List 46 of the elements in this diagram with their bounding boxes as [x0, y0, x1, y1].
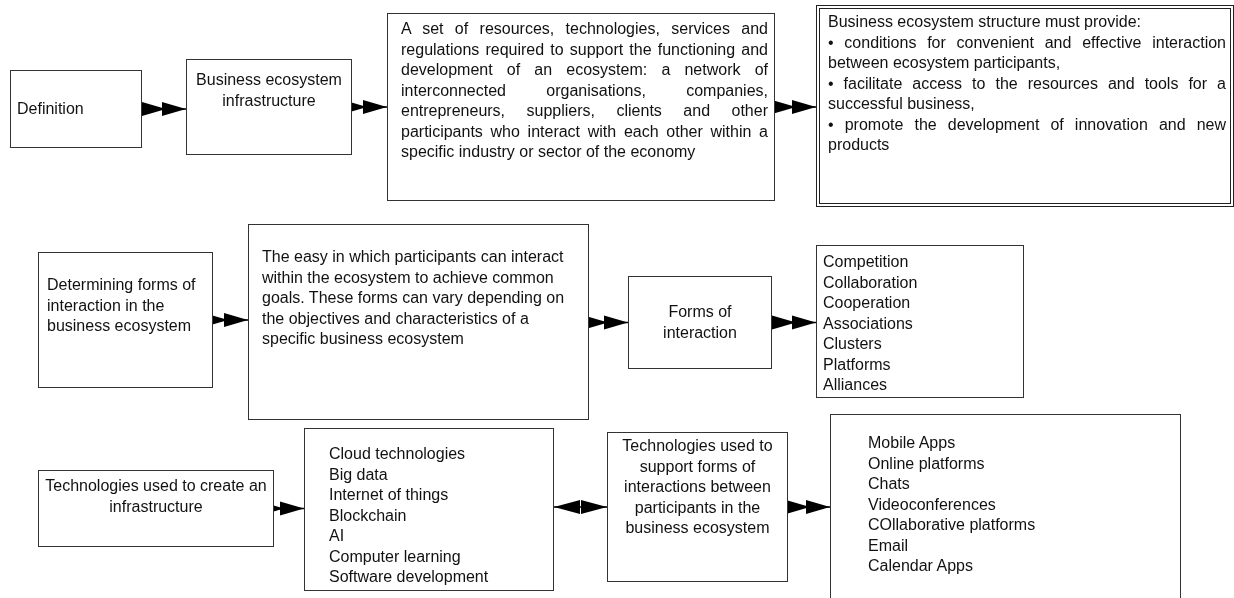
node-text: The easy in which participants can interact within the ecosystem to achieve common goals. These forms can vary depending on the objectives and characteristics of a specific business ecosystem [262, 247, 566, 349]
process-box [607, 432, 788, 582]
node-text: Platforms [823, 354, 892, 375]
process-box [628, 276, 772, 369]
node-text: Business ecosystem infrastructure [195, 70, 343, 111]
node-text: Alliances [823, 375, 889, 395]
node-text: Computer learning [329, 546, 462, 567]
process-box [830, 414, 1181, 598]
node-text: Clusters [823, 334, 883, 354]
node-text: Competition [823, 252, 910, 272]
arrow [553, 500, 608, 514]
node-text: Calendar Apps [868, 556, 974, 576]
node-text: Internet of things [329, 485, 450, 505]
node-text: Associations [823, 313, 914, 334]
node-text: • conditions for convenient and effective interaction between ecosystem participants, [828, 32, 1226, 73]
node-text: A set of resources, technologies, services and regulations required to support the functioning and development of an ecosystem: a network of interconnected organisations, companies, entrepreneurs, suppliers, clients and other participants who interact with each other within a specific industry or sector of the economy [401, 19, 768, 162]
node-text: Big data [329, 464, 389, 485]
node-text: Mobile Apps [868, 433, 957, 453]
node-text: Technologies used to create an infrastructure [44, 476, 268, 517]
node-text: Determining forms of interaction in the business ecosystem [47, 275, 197, 336]
node-text: Business ecosystem structure must provide: [828, 12, 1142, 32]
node-text: AI [329, 526, 346, 546]
node-text: Definition [17, 98, 85, 119]
node-text: Technologies used to support forms of interactions between participants in the business ecosystem [621, 436, 774, 538]
process-box [248, 224, 589, 420]
node-text: • facilitate access to the resources and tools for a successful business, [828, 73, 1226, 114]
node-text: Forms of interaction [662, 302, 738, 343]
node-text: Cloud technologies [329, 444, 467, 464]
process-box [816, 5, 1234, 207]
process-box [38, 470, 274, 547]
process-box [387, 13, 775, 201]
node-text: COllaborative platforms [868, 515, 1037, 535]
node-text: Videoconferences [868, 494, 997, 515]
node-text: Collaboration [823, 272, 919, 293]
node-text: Chats [868, 474, 911, 494]
process-box [38, 252, 213, 388]
node-text: Blockchain [329, 505, 408, 526]
node-text: Online platforms [868, 453, 986, 474]
process-box [816, 245, 1024, 398]
process-box [304, 428, 554, 591]
node-text: Email [868, 535, 909, 556]
process-box [186, 59, 352, 155]
process-box [10, 70, 142, 148]
node-text: Software development [329, 567, 490, 587]
node-text: Cooperation [823, 293, 912, 313]
node-text: • promote the development of innovation and new products [828, 114, 1226, 155]
